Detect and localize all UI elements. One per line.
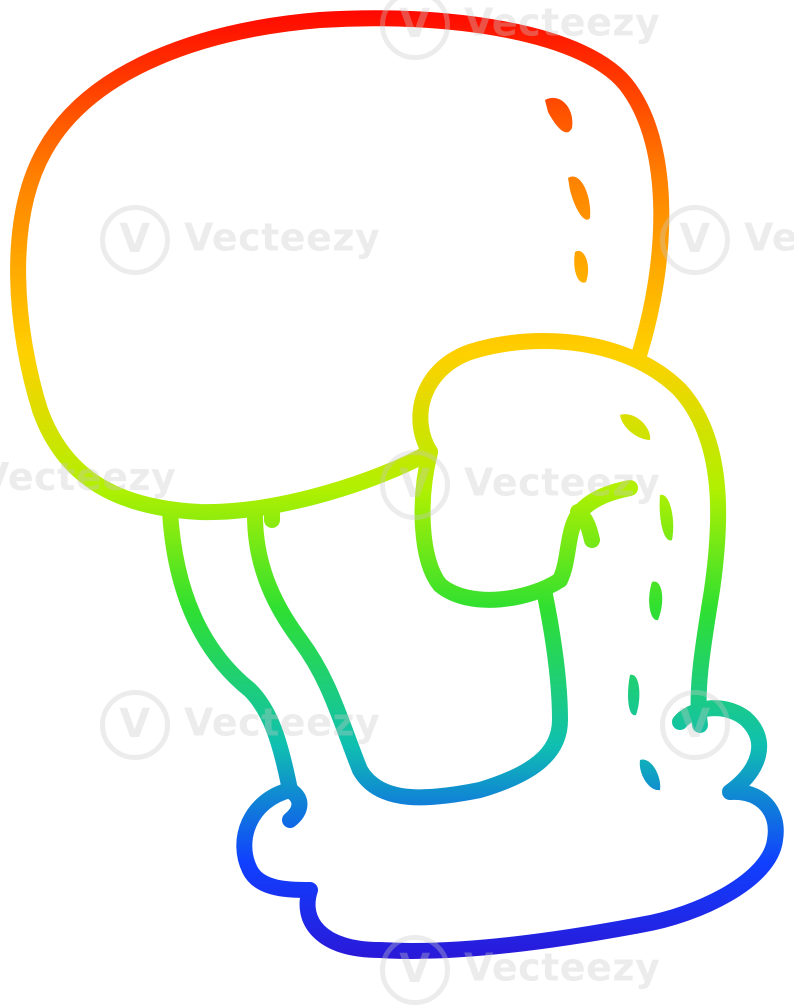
thumb-inner-outline [414,444,568,608]
highlight-dash-8 [639,759,661,791]
highlight-dash-1 [545,97,573,133]
cuff-base-tick [282,782,308,828]
knuckle-fold [570,504,600,548]
highlight-dash-6 [649,581,663,621]
cuff-base-outline [236,700,784,959]
highlight-dash-5 [659,494,674,541]
thumb-outline [412,332,727,733]
highlight-dash-4 [620,414,651,440]
highlight-dash-7 [628,674,640,716]
highlight-dash-2 [568,176,591,220]
glove-body-outline [10,10,670,521]
highlight-dash-3 [574,250,589,283]
boxing-glove-illustration [10,10,784,959]
cuff-inner-line [247,507,568,806]
cuff-left-outline [162,504,298,798]
